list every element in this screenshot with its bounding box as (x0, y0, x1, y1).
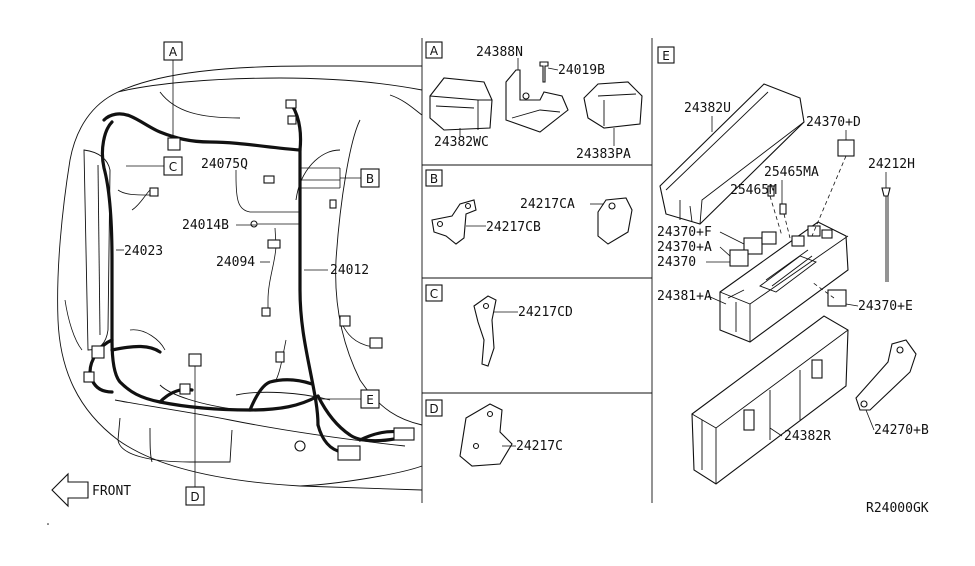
label-24217ca: 24217CA (520, 197, 575, 212)
callout-d: D (190, 490, 199, 504)
label-25465m: 25465M (730, 183, 777, 198)
label-24270-b: 24270+B (874, 423, 929, 438)
label-24212h: 24212H (868, 157, 915, 172)
label-24370-a: 24370+A (657, 240, 712, 255)
front-arrow-icon: FRONT (51, 472, 131, 508)
panel-b-tag: B (430, 172, 438, 186)
callout-e: E (366, 393, 374, 407)
front-label: FRONT (92, 484, 131, 499)
panel-e: E 24382U (657, 46, 929, 485)
dot-mark (47, 523, 49, 525)
label-24370-d: 24370+D (806, 115, 861, 130)
label-24217cb: 24217CB (486, 220, 541, 235)
label-24023: 24023 (124, 244, 163, 259)
panel-d-tag: D (429, 402, 438, 416)
panel-a: A 24388N 24019B 24382WC 24383PA (425, 41, 643, 162)
label-24381-a: 24381+A (657, 289, 712, 304)
harness-connectors (83, 99, 415, 461)
panel-b: B 24217CB 24217CA (425, 169, 633, 245)
callout-b: B (366, 172, 374, 186)
panel-c-tag: C (430, 287, 438, 301)
label-24382r: 24382R (784, 429, 831, 444)
label-24370-e: 24370+E (858, 299, 913, 314)
panel-e-tag: E (662, 49, 670, 63)
label-24217c: 24217C (516, 439, 563, 454)
label-24019b: 24019B (558, 63, 605, 78)
label-24075q: 24075Q (201, 157, 248, 172)
panel-c: C 24217CD (425, 284, 573, 367)
main-callouts: A C B E D (126, 41, 380, 506)
label-24217cd: 24217CD (518, 305, 573, 320)
label-24382u: 24382U (684, 101, 731, 116)
label-24014b: 24014B (182, 218, 229, 233)
callout-c: C (169, 160, 177, 174)
diagram-code: R24000GK (866, 501, 929, 516)
callout-a: A (169, 45, 178, 59)
label-24388n: 24388N (476, 45, 523, 60)
panel-d: D 24217C (425, 399, 563, 467)
label-24383pa: 24383PA (576, 147, 631, 162)
label-24370-f: 24370+F (657, 225, 712, 240)
panel-frame (421, 38, 653, 503)
main-labels: 24075Q 24014B 24023 24094 24012 (116, 157, 369, 278)
relay-icons (729, 139, 855, 307)
label-24012: 24012 (330, 263, 369, 278)
label-24370: 24370 (657, 255, 696, 270)
label-24382wc: 24382WC (434, 135, 489, 150)
label-25465ma: 25465MA (764, 165, 819, 180)
panel-a-tag: A (430, 44, 439, 58)
label-24094: 24094 (216, 255, 255, 270)
